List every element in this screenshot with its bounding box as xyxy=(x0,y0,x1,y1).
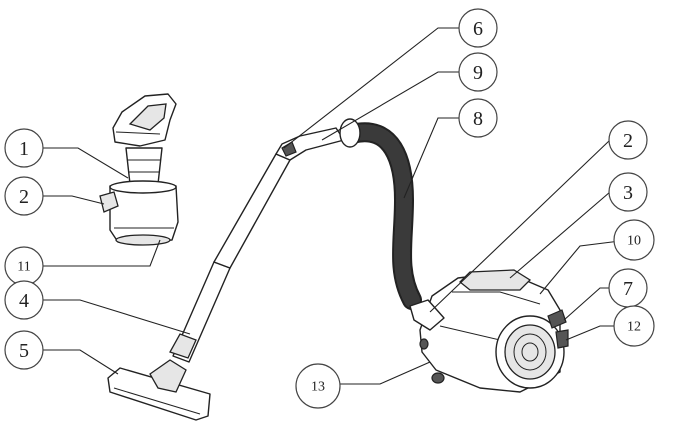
callout-6: 6 xyxy=(458,8,498,48)
power-switch xyxy=(555,329,569,349)
callouts: 1 2 11 4 5 6 9 8 xyxy=(4,8,655,409)
hose-inlet xyxy=(409,299,445,331)
callout-2-container: 2 xyxy=(4,176,44,216)
callout-10: 10 xyxy=(613,219,655,261)
floor-brush xyxy=(107,359,211,421)
tube-connector xyxy=(169,333,197,359)
callout-6-label: 6 xyxy=(473,18,483,40)
cord-rewind-button xyxy=(547,309,567,329)
callout-11: 11 xyxy=(4,246,44,286)
callout-12: 12 xyxy=(613,305,655,347)
callout-1-label: 1 xyxy=(19,138,29,160)
callout-7-label: 7 xyxy=(623,278,633,300)
filter-grille xyxy=(504,324,556,380)
callout-2-body-label: 2 xyxy=(623,130,633,152)
callout-3-label: 3 xyxy=(623,182,633,204)
container-base xyxy=(115,234,171,246)
callout-4-label: 4 xyxy=(19,290,29,312)
callout-2-body: 2 xyxy=(608,120,648,160)
callout-8: 8 xyxy=(458,98,498,138)
side-clip xyxy=(419,338,429,350)
callout-3: 3 xyxy=(608,172,648,212)
container-body xyxy=(109,185,179,243)
carry-handle xyxy=(459,269,532,291)
dust-container-assembly xyxy=(99,93,179,246)
telescopic-tube xyxy=(169,127,345,363)
callout-9-label: 9 xyxy=(473,62,483,84)
callout-2-container-label: 2 xyxy=(19,186,29,208)
flexible-hose xyxy=(339,118,422,310)
tube-upper xyxy=(213,153,291,269)
floor-brush-head xyxy=(107,367,211,421)
callout-7: 7 xyxy=(608,268,648,308)
callout-5: 5 xyxy=(4,330,44,370)
callout-10-label: 10 xyxy=(627,234,641,249)
callout-5-label: 5 xyxy=(19,340,29,362)
container-inlet xyxy=(99,191,119,213)
callout-8-label: 8 xyxy=(473,108,483,130)
vacuum-main-body xyxy=(409,269,569,393)
callout-11-label: 11 xyxy=(17,260,30,275)
callout-12-label: 12 xyxy=(627,320,641,335)
container-handle-grip xyxy=(128,103,167,131)
callout-13-label: 13 xyxy=(311,380,325,395)
container-rim xyxy=(109,180,177,194)
callout-9: 9 xyxy=(458,52,498,92)
container-filter xyxy=(125,147,163,185)
callout-4: 4 xyxy=(4,280,44,320)
callout-13: 13 xyxy=(295,363,341,409)
floor-brush-neck xyxy=(149,359,187,393)
callout-1: 1 xyxy=(4,128,44,168)
front-castor xyxy=(431,372,445,384)
